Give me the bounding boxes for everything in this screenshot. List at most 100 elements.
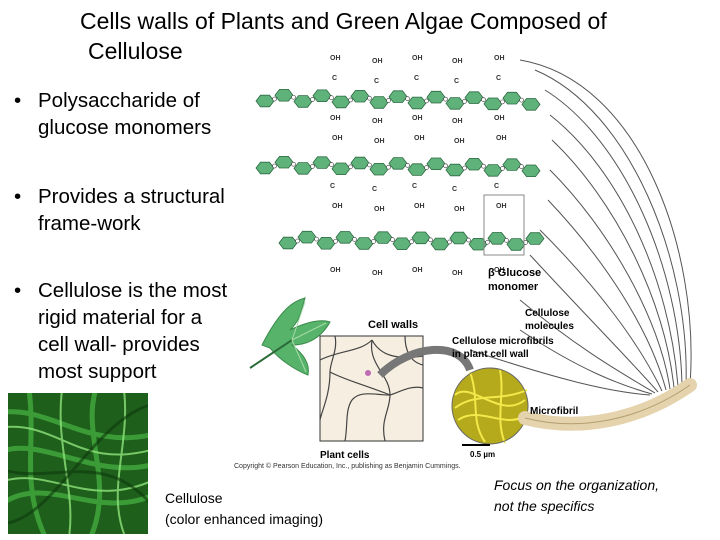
oxygen-bridge [291, 161, 296, 167]
oxygen-bridge [485, 239, 490, 245]
oxygen-bridge [462, 99, 467, 104]
hydroxyl-label: C [372, 186, 377, 193]
bullet-text-line: Provides a structural [38, 185, 225, 208]
oxygen-bridge [424, 165, 429, 170]
glucose-ring [502, 158, 522, 171]
glucose-ring [430, 237, 450, 251]
oxygen-bridge [371, 239, 376, 244]
glucose-ring [293, 162, 313, 175]
glucose-ring [369, 162, 389, 176]
glucose-ring [407, 96, 427, 110]
microfibrils-label-1: Cellulose microfibrils [452, 336, 554, 347]
caption-line-1: Cellulose [165, 490, 223, 506]
hydroxyl-label: OH [412, 267, 423, 274]
oxygen-bridge [481, 163, 486, 169]
hydroxyl-label: OH [454, 138, 465, 145]
glucose-ring [388, 90, 408, 103]
glucose-ring [350, 156, 370, 170]
glucose-monomer-label-1: β Glucose [488, 267, 541, 279]
bullet-marker: • [14, 89, 22, 112]
glucose-ring [483, 97, 503, 111]
hydroxyl-label: OH [372, 58, 383, 65]
plant-cells-image [319, 335, 424, 442]
oxygen-bridge [500, 99, 505, 105]
glucose-ring [521, 164, 541, 178]
glucose-ring [350, 90, 370, 103]
glucose-ring [274, 89, 294, 102]
bullet-text-line: frame-work [38, 212, 141, 235]
cellulose-molecules-label-1: Cellulose [525, 308, 570, 319]
oxygen-bridge [310, 97, 315, 102]
oxygen-bridge [314, 236, 319, 242]
hydroxyl-label: OH [332, 135, 343, 142]
glucose-ring [278, 236, 298, 250]
hydroxyl-label: OH [330, 115, 341, 122]
bullet-marker: • [14, 279, 22, 302]
glucose-ring [426, 157, 446, 171]
cellulose-micrograph-image [8, 393, 148, 534]
glucose-ring [449, 231, 469, 245]
oxygen-bridge [462, 165, 467, 171]
glucose-ring [388, 157, 408, 170]
hydroxyl-label: OH [494, 267, 505, 274]
hydroxyl-label: OH [330, 55, 341, 62]
glucose-ring [331, 162, 351, 176]
oxygen-bridge [386, 164, 391, 170]
oxygen-bridge [295, 238, 300, 244]
microfibril-strand [518, 378, 697, 431]
hydroxyl-label: OH [494, 55, 505, 62]
hydroxyl-label: OH [374, 138, 385, 145]
oxygen-bridge [466, 237, 471, 243]
oxygen-bridge [447, 239, 452, 245]
oxygen-bridge [272, 96, 277, 102]
glucose-ring [369, 96, 389, 109]
hydroxyl-label: C [374, 78, 379, 85]
bullet-marker: • [14, 185, 22, 208]
glucose-ring [312, 156, 332, 169]
oxygen-bridge [519, 97, 524, 103]
cell-walls-label: Cell walls [368, 319, 418, 331]
oxygen-bridge [272, 163, 277, 169]
glucose-ring [445, 97, 465, 110]
bullet-text-line: rigid material for a [38, 306, 203, 329]
glucose-ring [293, 95, 313, 108]
hydroxyl-label: OH [454, 206, 465, 213]
glucose-ring [373, 231, 393, 244]
hydroxyl-label: OH [372, 270, 383, 277]
hydroxyl-label: OH [412, 115, 423, 122]
oxygen-bridge [333, 238, 338, 244]
oxygen-bridge [329, 95, 334, 101]
oxygen-bridge [405, 163, 410, 168]
oxygen-bridge [386, 98, 391, 103]
hydroxyl-label: C [414, 75, 419, 82]
cellulose-chains [255, 89, 545, 251]
oxygen-bridge [481, 97, 486, 102]
oxygen-bridge [409, 239, 414, 245]
hydroxyl-label: OH [496, 203, 507, 210]
hydroxyl-label: OH [414, 135, 425, 142]
microfibrils-label-2: in plant cell wall [452, 349, 529, 360]
bullet-structural: • Provides a structural frame-work [14, 183, 264, 237]
glucose-ring [525, 232, 545, 245]
glucose-ring [312, 89, 332, 102]
glucose-ring [392, 237, 412, 251]
focus-note: Focus on the organization, not the speci… [494, 475, 659, 517]
oxygen-bridge [443, 163, 448, 169]
bullet-text-line: Polysaccharide of [38, 89, 200, 112]
glucose-ring [255, 161, 275, 175]
oxygen-bridge [500, 166, 505, 171]
glucose-monomer-label-2: monomer [488, 281, 539, 293]
oxygen-bridge [367, 95, 372, 101]
oxygen-bridge [367, 162, 372, 168]
note-line-1: Focus on the organization, [494, 477, 659, 493]
cell-nucleus [365, 370, 371, 376]
bullet-text-line: cell wall- provides [38, 333, 200, 356]
hydroxyl-label: C [454, 78, 459, 85]
glucose-ring [354, 237, 374, 250]
hydroxyl-label: C [412, 183, 417, 190]
glucose-ring [426, 90, 446, 104]
glucose-ring [274, 155, 294, 169]
title-line-1: Cells walls of Plants and Green Algae Co… [80, 8, 607, 34]
title-line-2: Cellulose [88, 38, 183, 64]
